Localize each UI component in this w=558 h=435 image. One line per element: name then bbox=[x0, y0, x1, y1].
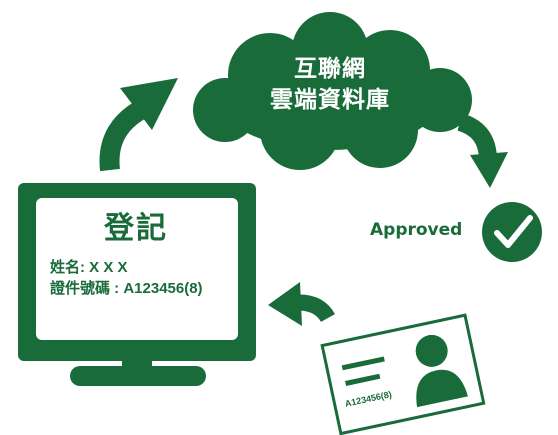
id-card-icon bbox=[320, 313, 486, 435]
check-circle-icon bbox=[482, 202, 542, 262]
arrow-monitor-to-cloud-icon bbox=[99, 78, 178, 172]
cloud-label-internet: 互聯網 bbox=[294, 55, 366, 81]
cloud-icon bbox=[193, 12, 472, 170]
arrow-cloud-to-approved-icon bbox=[457, 113, 508, 188]
registration-title: 登記 bbox=[104, 212, 168, 245]
id-number-field-label: 證件號碼 : A123456(8) bbox=[50, 280, 203, 297]
monitor-icon bbox=[18, 183, 256, 386]
arrow-card-to-monitor-icon bbox=[268, 282, 335, 326]
cloud-label-database: 雲端資料庫 bbox=[270, 86, 390, 112]
name-field-label: 姓名: X X X bbox=[50, 259, 128, 276]
approved-label: Approved bbox=[370, 220, 463, 240]
